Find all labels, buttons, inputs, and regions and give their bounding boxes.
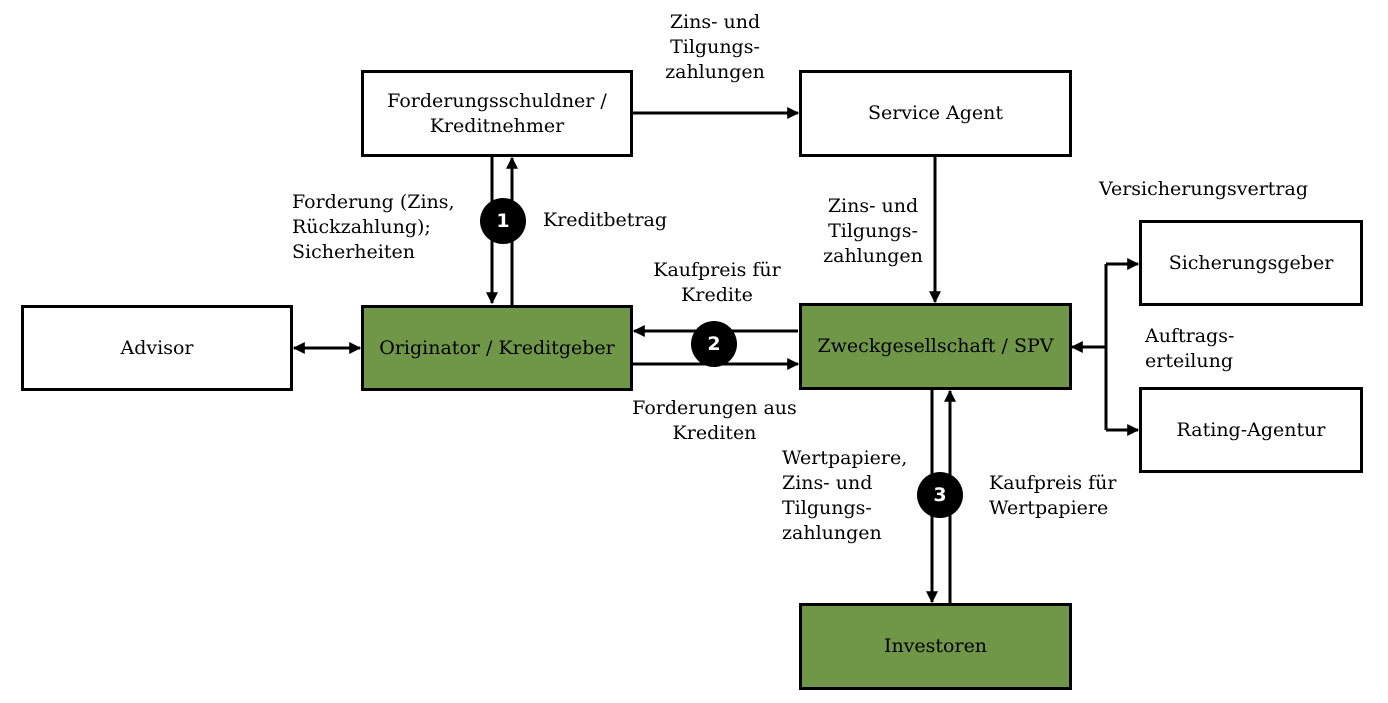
label-kaufpreis-kredite: Kaufpreis für Kredite (653, 259, 781, 306)
step-badge-3: 3 (917, 472, 963, 518)
label-kreditbetrag: Kreditbetrag (543, 209, 668, 231)
label-auftragserteilung: Auftrags- erteilung (1145, 325, 1235, 372)
node-rating-agentur: Rating-Agentur (1139, 387, 1363, 473)
node-sicherungsgeber: Sicherungsgeber (1139, 220, 1363, 306)
label-zins-tilgung-top: Zins- und Tilgungs- zahlungen (665, 11, 765, 83)
node-originator: Originator / Kreditgeber (361, 305, 633, 391)
label-versicherungsvertrag: Versicherungsvertrag (1099, 178, 1308, 200)
label-forderung-zins: Forderung (Zins, Rückzahlung); Sicherhei… (292, 191, 455, 263)
label-wertpapiere-zins: Wertpapiere, Zins- und Tilgungs- zahlung… (782, 447, 908, 544)
step-badge-2: 2 (691, 321, 737, 367)
node-investoren: Investoren (799, 603, 1072, 690)
label-kaufpreis-wertpapiere: Kaufpreis für Wertpapiere (989, 472, 1117, 519)
step-badge-1: 1 (480, 198, 526, 244)
node-spv: Zweckgesellschaft / SPV (799, 303, 1072, 390)
label-zins-tilgung-mid: Zins- und Tilgungs- zahlungen (823, 195, 923, 267)
node-service-agent: Service Agent (799, 70, 1072, 157)
node-forderungsschuldner: Forderungsschuldner / Kreditnehmer (361, 70, 633, 157)
node-advisor: Advisor (21, 305, 293, 391)
label-forderungen-aus-krediten: Forderungen aus Krediten (632, 397, 797, 444)
